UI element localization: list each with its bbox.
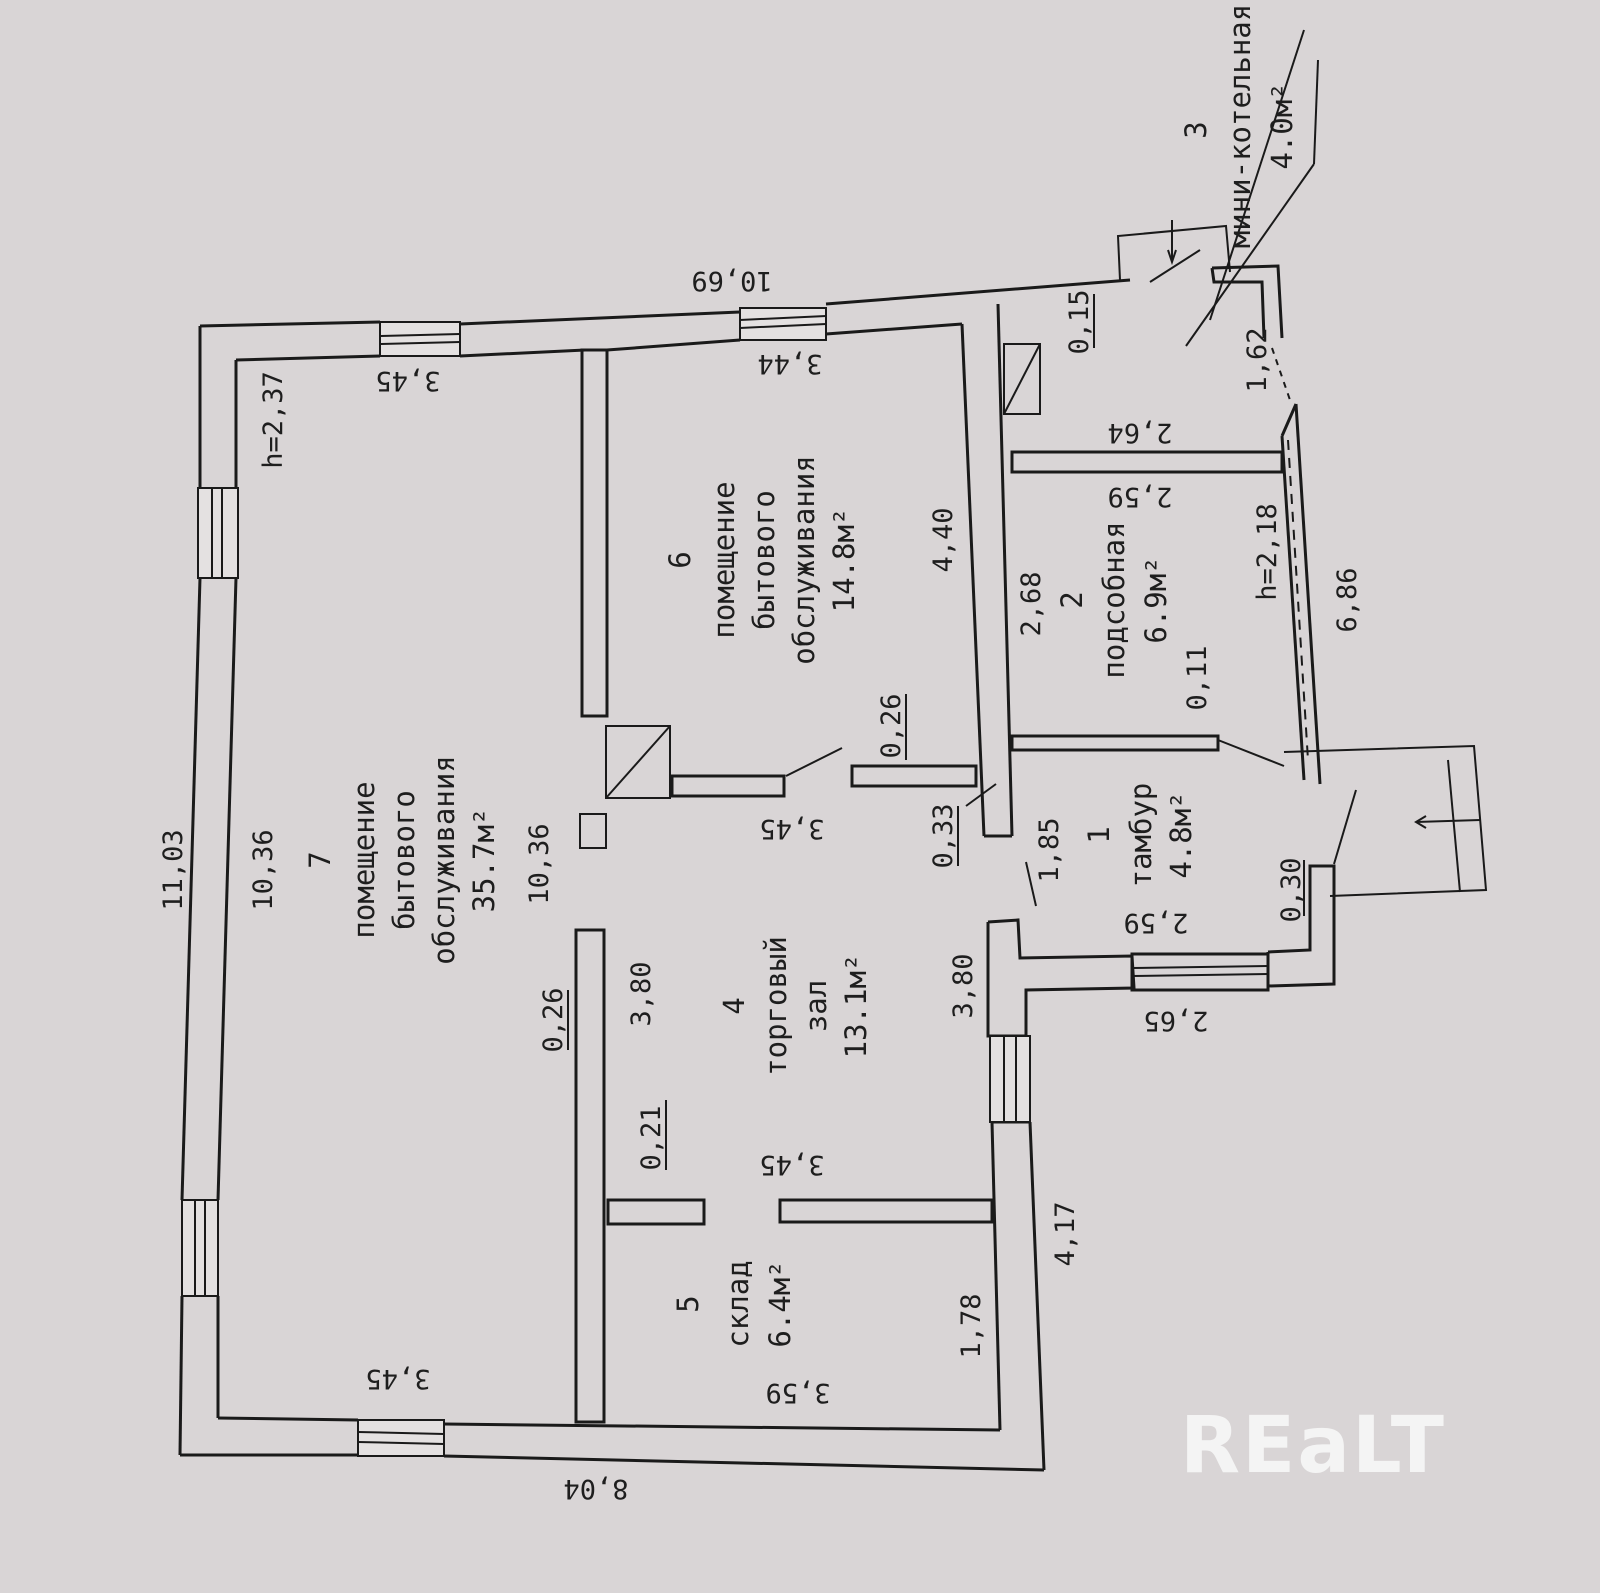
dim-partition-b: 0,26 xyxy=(538,987,569,1052)
dim-r5-partition: 0,21 xyxy=(636,1105,667,1170)
room-3-label: 3 мини-котельная 4.0м² xyxy=(1179,4,1299,248)
dim-entry-width: 2,65 xyxy=(1143,1005,1208,1036)
dim-door-030: 0,30 xyxy=(1276,857,1307,922)
room-5-label: 5 склад 6.4м² xyxy=(671,1260,797,1347)
room-4-name-line2: зал xyxy=(799,980,833,1032)
dim-r1-length: 1,85 xyxy=(1034,817,1065,882)
room-6-name-line3: обслуживания xyxy=(787,455,821,665)
room-1-area: 4.8м² xyxy=(1164,791,1198,878)
dim-r6-width: 3,44 xyxy=(757,348,822,379)
room-5-name: склад xyxy=(721,1260,755,1347)
room-7-name-line1: помещение xyxy=(347,781,381,938)
dim-r4-width-top: 3,45 xyxy=(759,813,824,844)
dim-r2-width: 2,59 xyxy=(1107,481,1172,512)
room-4-name-line1: торговый xyxy=(759,936,793,1076)
room-7-name-line2: бытового xyxy=(387,790,421,930)
room-3-area: 4.0м² xyxy=(1265,82,1299,169)
watermark: REaLT xyxy=(1180,1401,1446,1491)
room-4-number: 4 xyxy=(717,997,751,1014)
dim-r7-length-b: 10,36 xyxy=(524,823,555,904)
dim-r2-partition: 0,11 xyxy=(1182,645,1213,710)
room-7-area: 35.7м² xyxy=(467,808,501,913)
dim-r6-length: 4,40 xyxy=(928,507,959,572)
room-5-number: 5 xyxy=(671,1295,705,1312)
room-5-area: 6.4м² xyxy=(763,1260,797,1347)
room-7-name-line3: обслуживания xyxy=(427,755,461,965)
room-2-name: подсобная xyxy=(1097,521,1131,678)
room-6-name-line1: помещение xyxy=(707,481,741,638)
dim-r2-height: h=2,18 xyxy=(1252,503,1283,601)
dim-r4-length-b: 3,80 xyxy=(948,953,979,1018)
dim-r5-width: 3,59 xyxy=(765,1377,830,1408)
room-2-area: 6.9м² xyxy=(1139,556,1173,643)
dim-overall-left: 11,03 xyxy=(158,829,189,910)
room-3-number: 3 xyxy=(1179,121,1213,138)
room-7-label: 7 помещение бытового обслуживания 35.7м² xyxy=(303,755,501,965)
room-1-number: 1 xyxy=(1082,826,1116,843)
dim-r4-width-bottom: 3,45 xyxy=(759,1149,824,1180)
dim-r1-width: 2,59 xyxy=(1123,907,1188,938)
dim-r7-height: h=2,37 xyxy=(258,371,289,469)
dim-r3-width: 2,64 xyxy=(1107,417,1172,448)
room-1-label: 1 тамбур 4.8м² xyxy=(1082,783,1198,888)
dim-overall-bottom: 8,04 xyxy=(563,1473,628,1504)
room-1-name: тамбур xyxy=(1124,783,1158,888)
room-7-number: 7 xyxy=(303,851,337,868)
dim-r2-length: 2,68 xyxy=(1016,571,1047,636)
dim-right-wall: 6,86 xyxy=(1332,567,1363,632)
room-4-area: 13.1м² xyxy=(839,954,873,1059)
dim-r7-width-top: 3,45 xyxy=(375,365,440,396)
dim-r7-length-a: 10,36 xyxy=(248,829,279,910)
room-6-number: 6 xyxy=(663,551,697,568)
room-2-label: 2 подсобная 6.9м² xyxy=(1055,521,1173,678)
dim-right-lower: 4,17 xyxy=(1050,1201,1081,1266)
dim-r5-length: 1,78 xyxy=(956,1293,987,1358)
room-2-number: 2 xyxy=(1055,591,1089,608)
room-6-area: 14.8м² xyxy=(827,508,861,613)
room-6-label: 6 помещение бытового обслуживания 14.8м² xyxy=(663,455,861,665)
dimension-labels: 10,69 11,03 8,04 6,86 4,17 10,36 10,36 h… xyxy=(158,265,1363,1504)
room-6-name-line2: бытового xyxy=(747,490,781,630)
dimension-underlines xyxy=(567,294,1305,1170)
dim-r7-width-bottom: 3,45 xyxy=(365,1363,430,1394)
room-4-label: 4 торговый зал 13.1м² xyxy=(717,936,873,1076)
dim-r3-length: 1,62 xyxy=(1242,327,1273,392)
dim-r4-length-a: 3,80 xyxy=(626,961,657,1026)
dim-wall-033: 0,33 xyxy=(928,803,959,868)
dim-r3-partition: 0,15 xyxy=(1064,289,1095,354)
windows xyxy=(181,307,1269,1457)
dim-partition-a: 0,26 xyxy=(876,693,907,758)
room-3-name: мини-котельная xyxy=(1223,4,1257,248)
dim-overall-top: 10,69 xyxy=(691,265,772,296)
